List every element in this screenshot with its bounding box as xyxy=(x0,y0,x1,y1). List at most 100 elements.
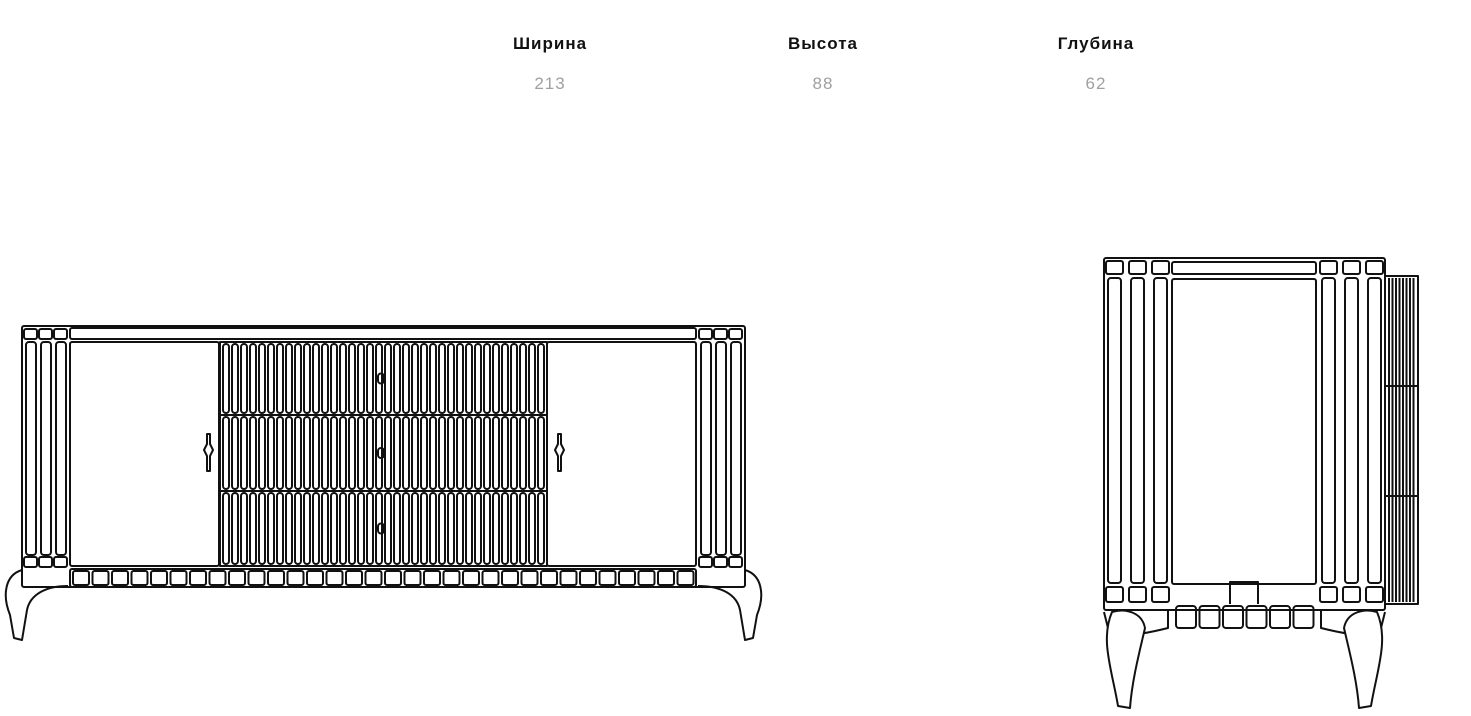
base-square xyxy=(384,570,402,586)
grille-slat xyxy=(321,343,329,414)
grille-slat xyxy=(294,492,302,565)
grille-slat xyxy=(429,343,437,414)
base-square xyxy=(676,570,695,586)
grille-slat xyxy=(465,492,473,565)
base-square xyxy=(579,570,597,586)
grille-slat xyxy=(285,492,293,565)
grille-slat xyxy=(240,416,248,490)
grille-slat xyxy=(384,343,392,414)
grille-slat xyxy=(438,492,446,565)
dimension-value: 213 xyxy=(534,74,566,93)
pillar-flute xyxy=(1344,277,1359,584)
pillar-knob xyxy=(1151,260,1170,275)
grille-slat xyxy=(294,416,302,490)
grille-slat xyxy=(330,492,338,565)
grille-slat xyxy=(303,492,311,565)
pillar-flute xyxy=(1107,277,1122,584)
base-square xyxy=(657,570,675,586)
grille-slat xyxy=(393,416,401,490)
grille-slat xyxy=(420,343,428,414)
base-square xyxy=(364,570,383,586)
grille-slat xyxy=(222,343,230,414)
base-square xyxy=(481,570,500,586)
grille-slat xyxy=(258,492,266,565)
grille-slat xyxy=(339,492,347,565)
base-square xyxy=(91,570,110,586)
grille-slat xyxy=(465,343,473,414)
grille-slat xyxy=(312,416,320,490)
pillar-flute xyxy=(40,341,52,556)
grille-slat xyxy=(483,492,491,565)
grille-slat xyxy=(285,343,293,414)
pillar-knob xyxy=(1105,260,1124,275)
pillar-flute xyxy=(1130,277,1145,584)
base-square xyxy=(559,570,578,586)
grille-slat xyxy=(429,416,437,490)
left-door xyxy=(69,341,220,567)
grille-slat xyxy=(294,343,302,414)
grille-slat xyxy=(240,492,248,565)
grille-slat xyxy=(357,492,365,565)
grille-slat xyxy=(483,343,491,414)
pillar-knob xyxy=(1365,260,1384,275)
base-square xyxy=(423,570,441,586)
base-square xyxy=(130,570,149,586)
grille-slat xyxy=(258,416,266,490)
grille-slat xyxy=(456,416,464,490)
dimension-height: Высота 88 xyxy=(723,34,923,94)
grille-slat xyxy=(510,343,518,414)
pillar-flute xyxy=(1153,277,1168,584)
side-panel xyxy=(1171,278,1317,585)
grille-slat xyxy=(366,416,374,490)
grille-slat xyxy=(402,492,410,565)
pillar-knob xyxy=(698,328,713,340)
base-square xyxy=(228,570,246,586)
base-square xyxy=(462,570,480,586)
pillar-knob xyxy=(1365,586,1384,603)
grille-slat xyxy=(258,343,266,414)
base-square xyxy=(1269,605,1291,629)
pillar-flute xyxy=(700,341,712,556)
pillar-knob xyxy=(38,328,53,340)
center-grille xyxy=(219,341,548,567)
grille-slat xyxy=(393,492,401,565)
dimension-label: Ширина xyxy=(512,34,588,53)
base-square xyxy=(286,570,305,586)
grille-slat xyxy=(528,343,536,414)
left-leg xyxy=(1105,609,1146,709)
grille-slat xyxy=(366,343,374,414)
grille-slat xyxy=(402,343,410,414)
right-leg xyxy=(1343,609,1384,709)
pillar-knob xyxy=(728,556,743,568)
base-square xyxy=(150,570,168,586)
right-door xyxy=(546,341,697,567)
grille-slat xyxy=(528,416,536,490)
pillar-flute xyxy=(715,341,727,556)
base-square xyxy=(306,570,324,586)
grille-slat xyxy=(348,492,356,565)
grille-slat xyxy=(492,343,500,414)
base-square xyxy=(111,570,129,586)
grille-slat xyxy=(267,416,275,490)
grille-slat xyxy=(267,343,275,414)
grille-slat xyxy=(519,416,527,490)
right-leg xyxy=(697,569,763,641)
grille-slat xyxy=(384,492,392,565)
base-square xyxy=(1245,605,1268,629)
pillar-flute xyxy=(25,341,37,556)
dimension-label: Высота xyxy=(788,34,858,53)
grille-slat xyxy=(447,343,455,414)
dimension-value: 88 xyxy=(812,74,834,93)
grille-slat xyxy=(411,343,419,414)
front-view-drawing xyxy=(4,325,763,641)
grille-slat xyxy=(411,416,419,490)
grille-slat xyxy=(465,416,473,490)
grille-slat xyxy=(276,416,284,490)
pillar-knob xyxy=(1105,586,1124,603)
grille-slat xyxy=(501,343,509,414)
grille-slat xyxy=(456,492,464,565)
pillar-knob xyxy=(1342,586,1361,603)
grille-slat xyxy=(303,416,311,490)
grille-slat xyxy=(393,343,401,414)
grille-knob xyxy=(377,372,385,385)
